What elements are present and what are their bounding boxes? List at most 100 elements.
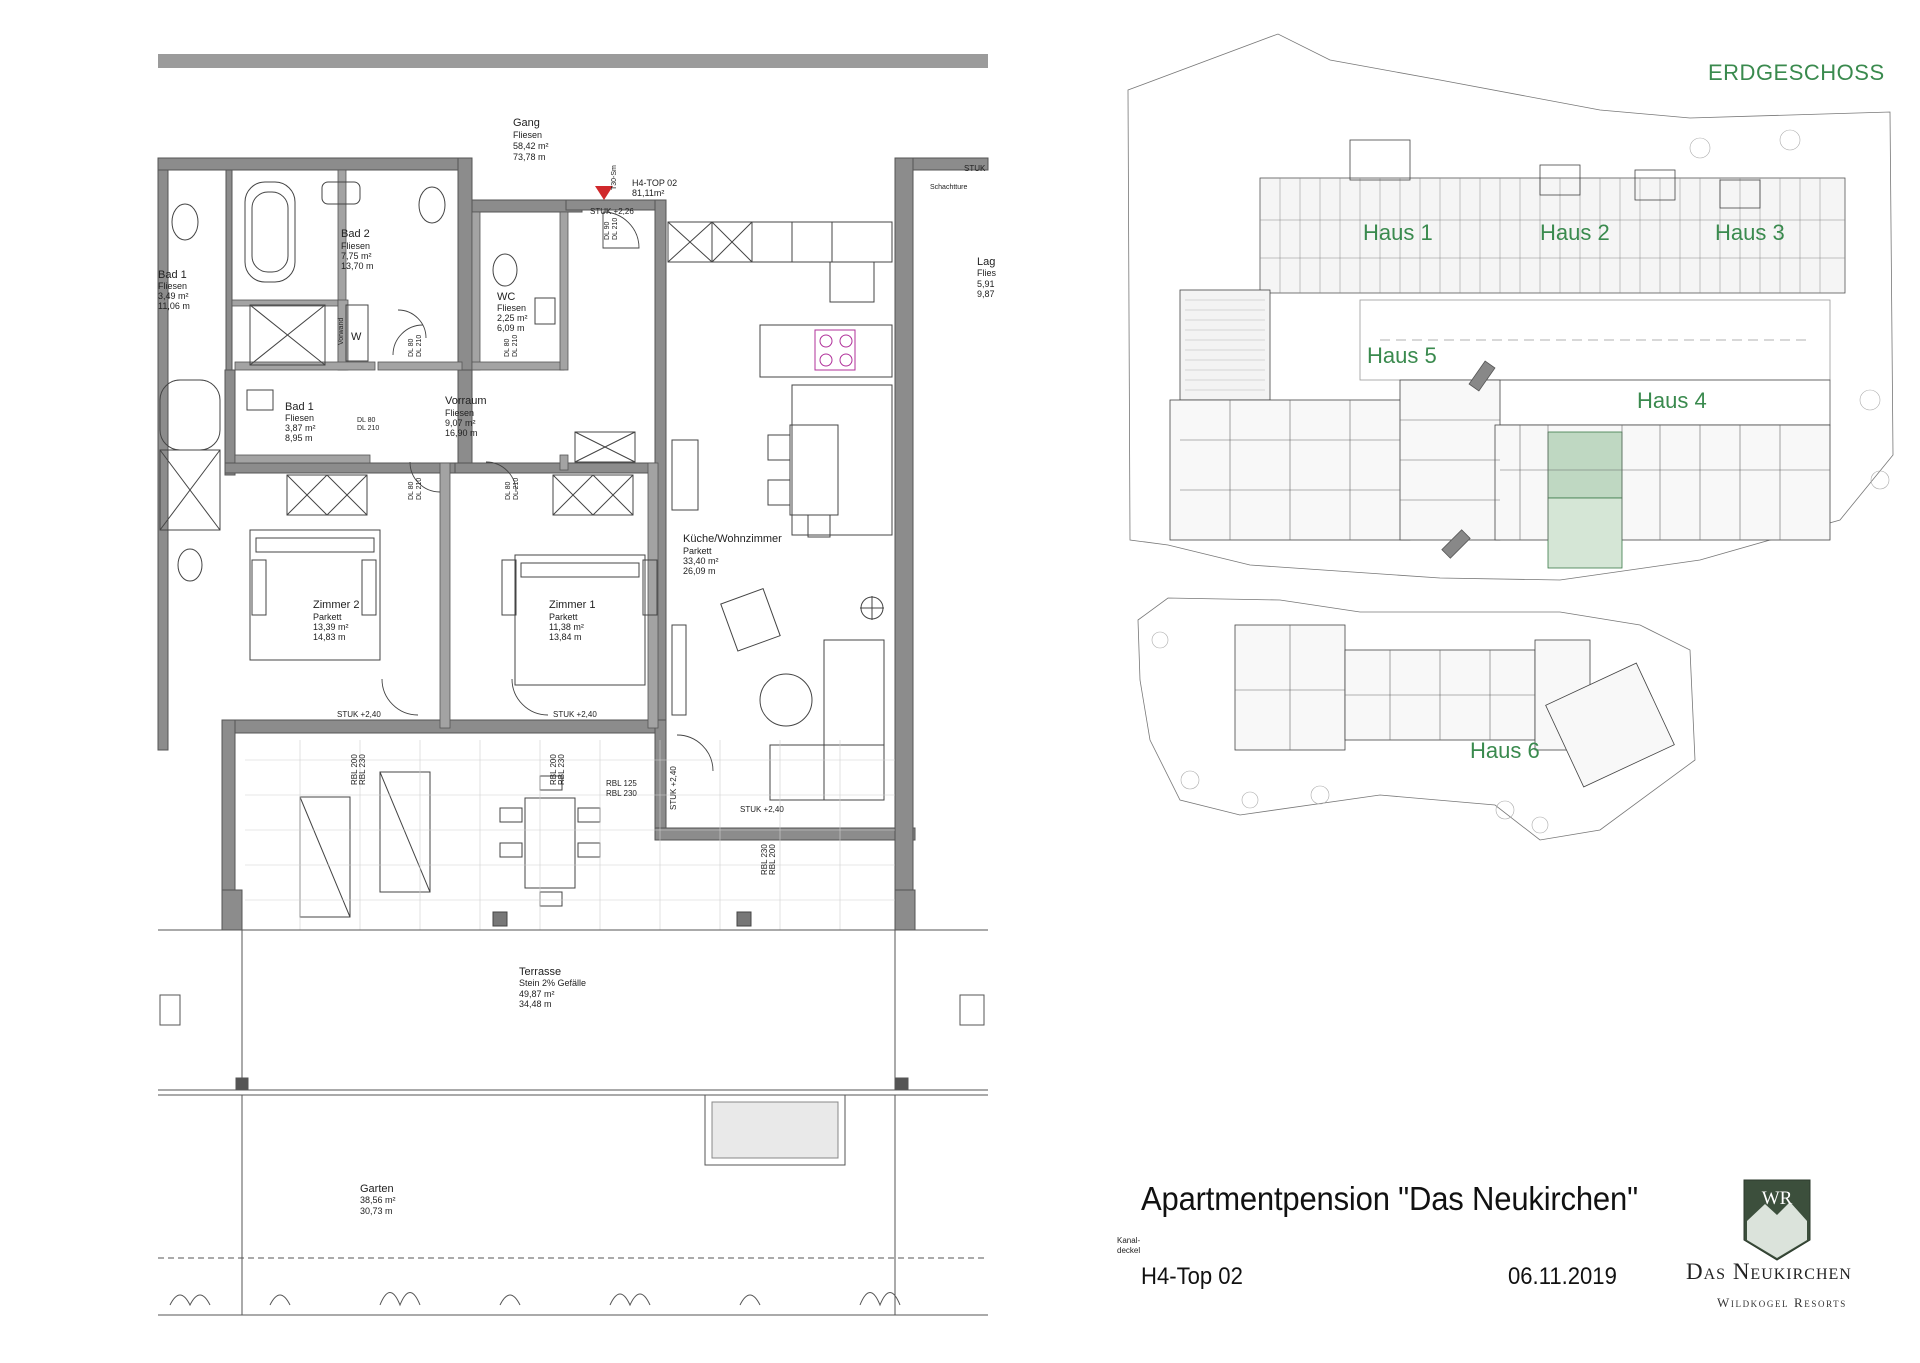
- haus6-interiors: [1235, 625, 1535, 750]
- terrasse-area: 49,87 m²: [519, 989, 555, 999]
- zimmer2-area: 13,39 m²: [313, 622, 349, 632]
- kueche-name: Küche/Wohnzimmer: [683, 533, 782, 545]
- w-label: W: [351, 331, 362, 343]
- zimmer1-area: 11,38 m²: [549, 622, 584, 632]
- stuk-zimmer2: STUK +2,40: [337, 710, 381, 719]
- stuk-entry: STUK +2,26: [590, 207, 634, 216]
- dl-z1-1: DL 80: [505, 481, 512, 500]
- bed-zimmer-2: [249, 529, 381, 661]
- rbl-k-2: RBL 200: [768, 844, 777, 875]
- dl-bad1-2: DL 210: [357, 425, 379, 432]
- dl-bad2-2: DL 210: [416, 335, 423, 357]
- bad1-area: 3,87 m²: [285, 423, 316, 433]
- terrasse-name: Terrasse: [519, 966, 561, 978]
- haus-5-label: Haus 5: [1367, 343, 1437, 368]
- garten-name: Garten: [360, 1183, 394, 1195]
- gang-floor: Fliesen: [513, 130, 542, 140]
- terrasse-floor: Stein 2% Gefälle: [519, 978, 586, 988]
- bad1-left-floor: Fliesen: [158, 281, 187, 291]
- wc-area: 2,25 m²: [497, 313, 528, 323]
- car-icon: [1441, 529, 1471, 559]
- unit-tag-name: H4-TOP 02: [632, 178, 677, 188]
- bad1-left-name: Bad 1: [158, 269, 187, 281]
- unit-tag-area: 81,11m²: [632, 188, 664, 198]
- room-labels: Gang Fliesen 58,42 m² 73,78 m Bad 2 Flie…: [158, 117, 1140, 1255]
- brand-name: Das Neukirchen: [1686, 1259, 1852, 1284]
- apartment-floor-plan: [157, 54, 989, 1316]
- rbl-z2-1: RBL 200: [350, 754, 359, 785]
- document-date: 06.11.2019: [1508, 1263, 1617, 1290]
- dl-z2-2: DL 210: [416, 478, 423, 500]
- rbl-terr-2: RBL 230: [606, 789, 637, 798]
- garten-perimeter: 30,73 m: [360, 1206, 393, 1216]
- doors: [381, 211, 714, 772]
- terrace-tiles: [245, 740, 895, 930]
- zimmer2-name: Zimmer 2: [313, 599, 359, 611]
- wc-name: WC: [497, 291, 515, 303]
- site-plan: [1127, 33, 1894, 841]
- rbl-z2-2: RBL 230: [358, 754, 367, 785]
- gang-name: Gang: [513, 117, 540, 129]
- entry-marker-icon: [595, 186, 613, 200]
- lager-area: 5,91: [977, 279, 995, 289]
- zimmer1-name: Zimmer 1: [549, 599, 595, 611]
- dl-bad1-1: DL 80: [357, 417, 376, 424]
- vorraum-area: 9,07 m²: [445, 418, 476, 428]
- bad1-left-perimeter: 11,06 m: [158, 301, 190, 311]
- stuk-kitchen: STUK +2,40: [740, 805, 784, 814]
- kitchen-cabinets: [667, 221, 893, 538]
- bad2-perimeter: 13,70 m: [341, 261, 374, 271]
- brand-logo: WR: [1743, 1179, 1811, 1261]
- dl-z1-2: DL 210: [513, 478, 520, 500]
- top-wall-band: [158, 54, 988, 68]
- terrasse-perimeter: 34,48 m: [519, 999, 552, 1009]
- garten-area: 38,56 m²: [360, 1195, 396, 1205]
- zimmer1-floor: Parkett: [549, 612, 578, 622]
- haus-4-label: Haus 4: [1637, 388, 1707, 413]
- gang-perimeter: 73,78 m: [513, 152, 546, 162]
- lager-name: Lag: [977, 256, 995, 268]
- haus-6-label: Haus 6: [1470, 738, 1540, 763]
- dl-entry-1: DL 90: [604, 221, 611, 240]
- dl-wc-2: DL 210: [512, 335, 519, 357]
- stuk-vertical: STUK +2,40: [669, 766, 678, 810]
- bad1-name: Bad 1: [285, 401, 314, 413]
- zimmer2-floor: Parkett: [313, 612, 342, 622]
- unit-id: H4-Top 02: [1141, 1263, 1243, 1290]
- lager-floor: Flies: [977, 268, 997, 278]
- rbl-z1-2: RBL 230: [557, 754, 566, 785]
- rbl-z1-1: RBL 200: [549, 754, 558, 785]
- zimmer1-perimeter: 13,84 m: [549, 632, 582, 642]
- kueche-floor: Parkett: [683, 546, 712, 556]
- bad1-perimeter: 8,95 m: [285, 433, 313, 443]
- unit-interiors: [1180, 400, 1830, 540]
- zimmer2-perimeter: 14,83 m: [313, 632, 346, 642]
- vorraum-name: Vorraum: [445, 395, 487, 407]
- dl-entry-2: DL 210: [612, 218, 619, 240]
- parking-stalls: [1260, 178, 1845, 293]
- brand-subtitle: Wildkogel Resorts: [1717, 1295, 1847, 1310]
- terrace-garden-lines: [158, 929, 988, 1316]
- kueche-area: 33,40 m²: [683, 556, 719, 566]
- document-title: Apartmentpension "Das Neukirchen": [1141, 1180, 1638, 1217]
- kueche-perimeter: 26,09 m: [683, 566, 716, 576]
- bathroom-fixtures: [159, 181, 556, 582]
- dl-z2-1: DL 80: [408, 481, 415, 500]
- rbl-k-1: RBL 230: [760, 844, 769, 875]
- highlighted-unit: [1547, 431, 1623, 499]
- wc-floor: Fliesen: [497, 303, 526, 313]
- vorwand-label: Vorwand: [338, 318, 345, 345]
- stuk-top: STUK: [964, 164, 986, 173]
- haus-3-label: Haus 3: [1715, 220, 1785, 245]
- kanal-label-1: Kanal-: [1117, 1236, 1140, 1245]
- wardrobes: [286, 431, 636, 516]
- car-icon: [1468, 360, 1496, 392]
- schacht-label: Schachtture: [930, 184, 967, 191]
- bad2-area: 7,75 m²: [341, 251, 372, 261]
- vorraum-floor: Fliesen: [445, 408, 474, 418]
- interior-walls: [231, 169, 659, 729]
- dl-bad2-1: DL 80: [408, 338, 415, 357]
- rbl-terr-1: RBL 125: [606, 779, 637, 788]
- logo-monogram: WR: [1762, 1188, 1793, 1209]
